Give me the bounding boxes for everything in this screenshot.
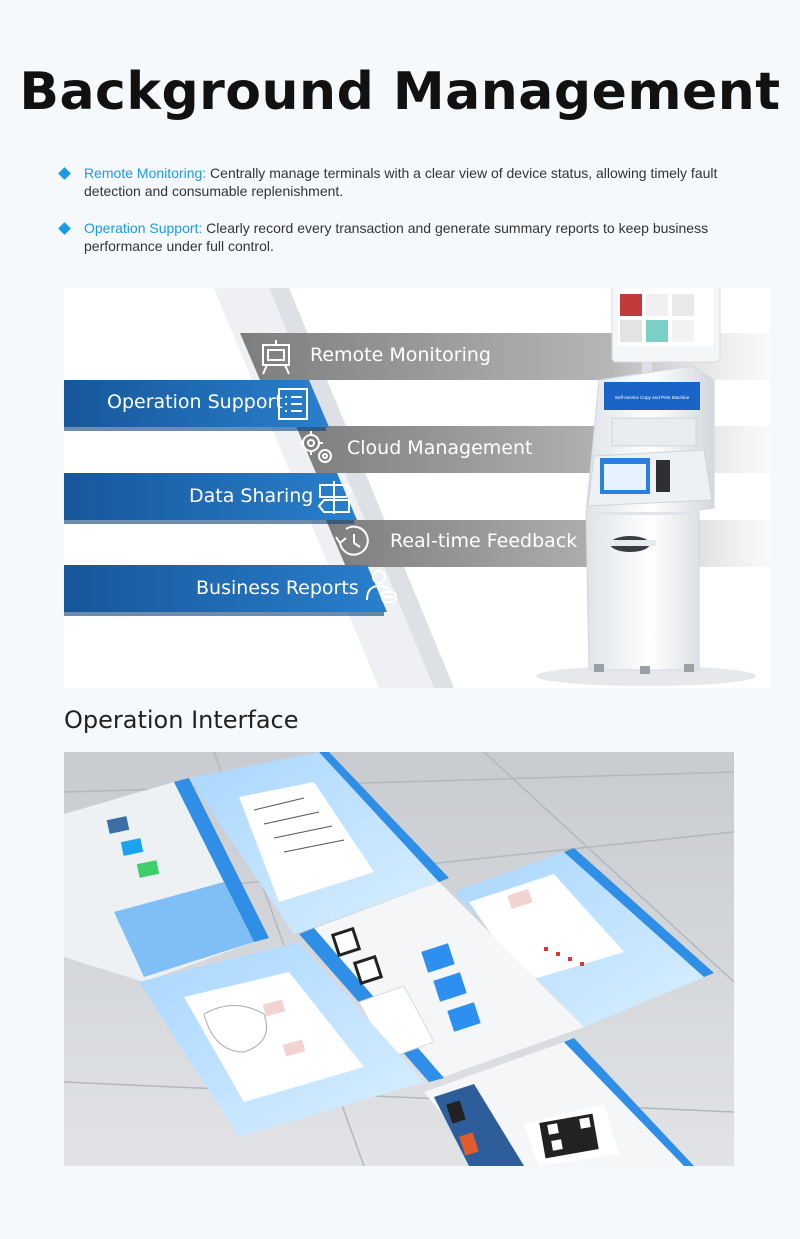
ribbon-operation-support xyxy=(64,380,329,427)
bullet-lead: Operation Support: xyxy=(84,220,203,236)
user-chat-icon xyxy=(366,570,397,603)
screen-id-scan xyxy=(139,942,424,1137)
bullet-text: Centrally manage terminals with a clear … xyxy=(84,165,718,199)
screen-instructions xyxy=(189,752,449,934)
feature-real-time-feedback: Real-time Feedback xyxy=(390,530,578,552)
ribbon-data-sharing xyxy=(64,473,357,520)
feature-business-reports: Business Reports xyxy=(196,577,359,599)
bullet-operation-support: Operation Support: Clearly record every … xyxy=(58,219,748,255)
banner-graphic: Self-service Copy and Print Machine xyxy=(64,288,770,688)
bullet-lead: Remote Monitoring: xyxy=(84,165,207,181)
feature-remote-monitoring: Remote Monitoring xyxy=(310,344,491,366)
list-icon xyxy=(278,388,308,420)
kiosk-machine: Self-service Copy and Print Machine xyxy=(536,288,756,686)
interface-screens-graphic xyxy=(64,752,734,1166)
diamond-bullet-icon xyxy=(58,167,71,180)
feature-banner: Self-service Copy and Print Machine Remo… xyxy=(64,288,770,688)
bullet-text: Clearly record every transaction and gen… xyxy=(84,220,709,254)
stripe xyxy=(269,288,454,688)
feature-data-sharing: Data Sharing xyxy=(189,485,314,507)
feature-cloud-management: Cloud Management xyxy=(347,437,533,459)
screen-app-select xyxy=(64,778,269,982)
ribbon-business-reports xyxy=(64,565,387,612)
screen-qr-payment xyxy=(299,882,584,1082)
gears-icon xyxy=(299,431,332,463)
kiosk-header-panel xyxy=(604,382,700,410)
feature-operation-support: Operation Support xyxy=(107,391,283,413)
screen-qr-code xyxy=(424,1038,694,1166)
feature-bullets: Remote Monitoring: Centrally manage term… xyxy=(58,164,748,274)
easel-icon xyxy=(262,340,290,375)
kiosk-header-text: Self-service Copy and Print Machine xyxy=(615,395,690,400)
diamond-bullet-icon xyxy=(58,222,71,235)
page-title: Background Management xyxy=(19,62,781,122)
bullet-remote-monitoring: Remote Monitoring: Centrally manage term… xyxy=(58,164,748,200)
clock-icon xyxy=(335,525,369,556)
operation-interface-mockup xyxy=(64,752,734,1166)
signpost-icon xyxy=(317,481,353,514)
section-title: Operation Interface xyxy=(64,706,299,734)
